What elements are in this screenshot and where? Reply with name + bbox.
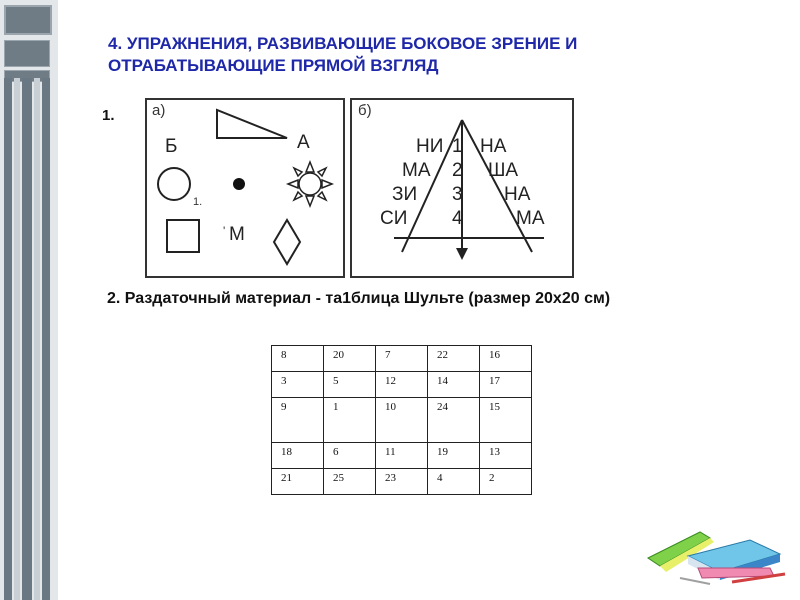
- circle-shape: [157, 167, 191, 201]
- letter-b: Б: [165, 136, 178, 157]
- decor-square: [4, 5, 52, 35]
- decor-bar: [4, 78, 12, 600]
- exercise-1-number: 1.: [102, 107, 115, 124]
- triangle-left-side: [401, 119, 463, 253]
- decor-bar: [14, 78, 20, 600]
- arrow-down-icon: [456, 248, 468, 260]
- table-cell: 17: [479, 371, 532, 398]
- left-syllable: СИ: [380, 208, 408, 229]
- table-cell: 19: [427, 442, 480, 469]
- diamond-shape: [272, 218, 302, 266]
- table-cell: 9: [271, 397, 324, 443]
- table-row: 9 1 10 24 15: [271, 397, 532, 443]
- decor-bar: [42, 78, 50, 600]
- table-cell: 23: [375, 468, 428, 495]
- table-cell: 22: [427, 345, 480, 372]
- exercise-panel-a: а) Б А 1. ' М: [145, 98, 345, 278]
- left-syllable: МА: [402, 160, 431, 181]
- row-number: 3: [452, 184, 463, 205]
- decor-square: [4, 40, 50, 67]
- table-row: 3 5 12 14 17: [271, 371, 532, 398]
- panel-a-shapes: [157, 108, 335, 266]
- right-syllable: НА: [504, 184, 531, 205]
- table-cell: 3: [271, 371, 324, 398]
- table-row: 18 6 11 19 13: [271, 442, 532, 469]
- right-syllable: МА: [516, 208, 545, 229]
- decor-bar: [22, 78, 32, 600]
- table-cell: 2: [479, 468, 532, 495]
- panel-a-label: а): [152, 102, 166, 119]
- decor-bar: [34, 78, 40, 600]
- table-row: 8 20 7 22 16: [271, 345, 532, 372]
- table-cell: 20: [323, 345, 376, 372]
- left-syllable: НИ: [416, 136, 444, 157]
- exercise-2-text: 2. Раздаточный материал - та1блица Шульт…: [107, 290, 611, 307]
- table-cell: 8: [271, 345, 324, 372]
- table-cell: 1: [323, 397, 376, 443]
- square-shape: [166, 219, 200, 253]
- panel-b-triangle: [394, 119, 544, 260]
- panel-b-label: б): [358, 102, 372, 119]
- table-cell: 25: [323, 468, 376, 495]
- triangle-right-side: [461, 119, 533, 253]
- small-note: 1.: [193, 196, 203, 208]
- table-cell: 11: [375, 442, 428, 469]
- table-cell: 16: [479, 345, 532, 372]
- table-cell: 13: [479, 442, 532, 469]
- page-title: 4. УПРАЖНЕНИЯ, РАЗВИВАЮЩИЕ БОКОВОЕ ЗРЕНИ…: [108, 33, 708, 77]
- row-number: 2: [452, 160, 463, 181]
- left-syllable: ЗИ: [392, 184, 418, 205]
- table-cell: 7: [375, 345, 428, 372]
- fixation-dot: [233, 178, 245, 190]
- side-decoration-strip: [0, 0, 58, 600]
- table-cell: 21: [271, 468, 324, 495]
- row-number: 4: [452, 208, 463, 229]
- table-cell: 5: [323, 371, 376, 398]
- table-cell: 18: [271, 442, 324, 469]
- right-syllable: НА: [480, 136, 507, 157]
- tick-mark: ': [223, 224, 226, 238]
- title-line-1: 4. УПРАЖНЕНИЯ, РАЗВИВАЮЩИЕ БОКОВОЕ ЗРЕНИ…: [108, 34, 578, 53]
- right-syllable: ША: [488, 160, 519, 181]
- title-line-2: ОТРАБАТЫВАЮЩИЕ ПРЯМОЙ ВЗГЛЯД: [108, 56, 439, 75]
- exercise-panel-b: б) НИ МА ЗИ СИ 1 2 3 4 НА ША НА МА: [350, 98, 574, 278]
- letter-a: А: [297, 132, 310, 153]
- row-number: 1: [452, 136, 463, 157]
- triangle-shape: [216, 108, 288, 139]
- schulte-table: 8 20 7 22 16 3 5 12 14 17 9 1 10 24 15 1…: [271, 345, 532, 495]
- table-cell: 4: [427, 468, 480, 495]
- table-cell: 6: [323, 442, 376, 469]
- books-pencil-icon: [647, 531, 786, 585]
- table-cell: 12: [375, 371, 428, 398]
- table-cell: 24: [427, 397, 480, 443]
- table-cell: 10: [375, 397, 428, 443]
- letter-m: М: [229, 224, 245, 245]
- table-cell: 14: [427, 371, 480, 398]
- table-cell: 15: [479, 397, 532, 443]
- sun-icon: [285, 159, 335, 209]
- table-row: 21 25 23 4 2: [271, 468, 532, 495]
